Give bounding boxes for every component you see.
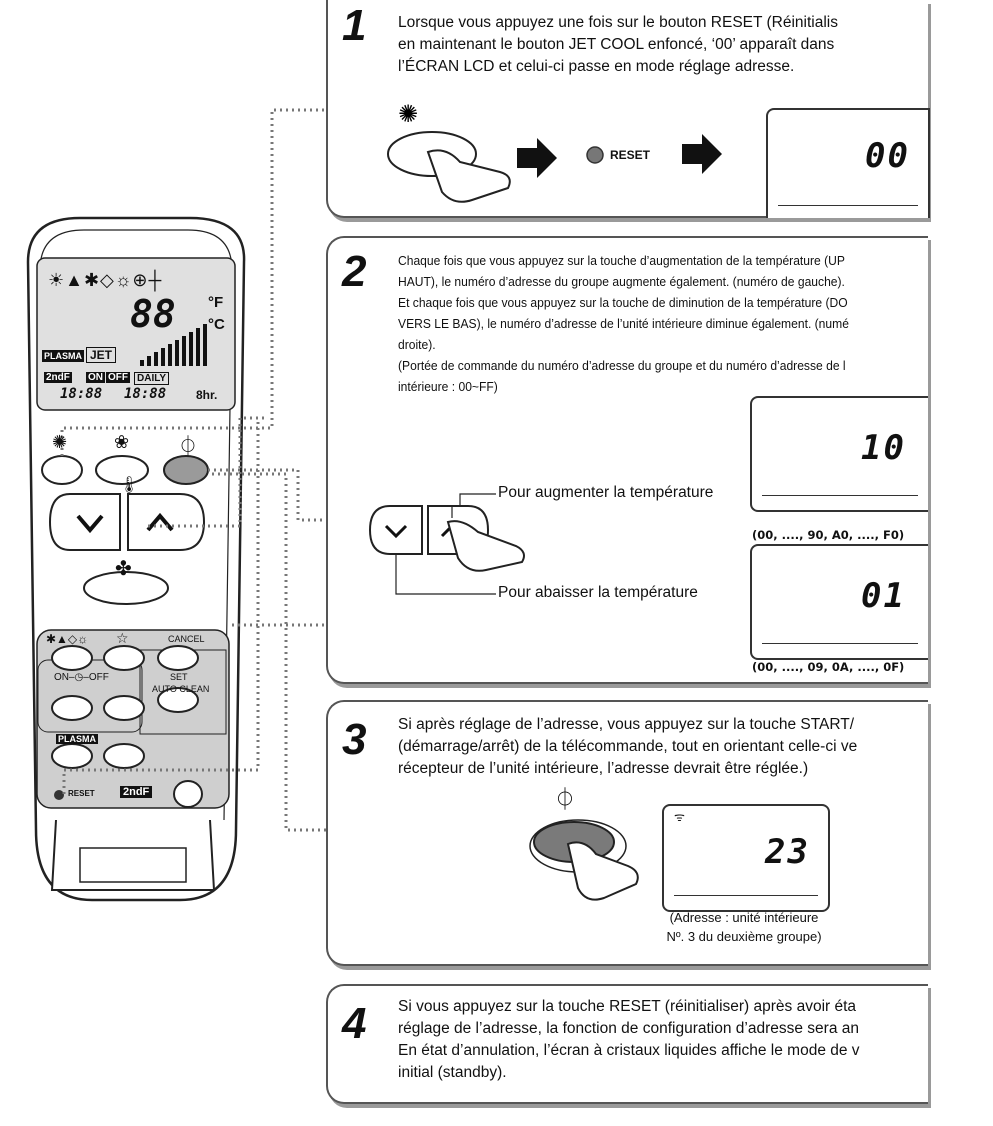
remote-drawing (26, 108, 330, 902)
fan-speed-icon: ❀ (114, 432, 130, 452)
auto-clean-label: AUTO CLEAN (152, 684, 210, 694)
thermometer-icon: 🌡 (119, 477, 140, 494)
jet-cool-icon: ✺ (52, 432, 68, 452)
step-4-panel: 4 Si vous appuyez sur la touche RESET (r… (326, 984, 928, 1104)
arrow-right-icon (682, 134, 722, 174)
step-2-range-up: (00, ...., 90, A0, ...., F0) (752, 528, 905, 542)
step-1-lcd-value: 00 (865, 136, 910, 176)
step-2-range-down: (00, ...., 09, 0A, ...., 0F) (752, 660, 905, 674)
remote-daily-badge: DAILY (134, 372, 170, 385)
remote-2ndf-badge: 2ndF (44, 372, 72, 383)
power-icon: ⏀ (178, 436, 198, 458)
step-1-reset-label: RESET (610, 148, 651, 162)
fan-button (83, 571, 169, 605)
remote-lcd-icons: ☀▲✱◇☼⊕┼ (48, 270, 163, 290)
step-1-panel: 1 Lorsque vous appuyez une fois sur le b… (326, 0, 930, 218)
step-1-lcd: 00 (766, 108, 930, 218)
step-2-text: Chaque fois que vous appuyez sur la touc… (398, 253, 849, 394)
step-4-text: Si vous appuyez sur la touche RESET (réi… (398, 998, 860, 1081)
arrow-right-icon (517, 138, 557, 178)
step-2-lcd-up-value: 10 (861, 428, 906, 468)
remote-time-right: 18:88 (124, 386, 167, 402)
step-2-panel: 2 Chaque fois que vous appuyez sur la to… (326, 236, 928, 684)
remote-2ndf-button-label: 2ndF (120, 786, 153, 798)
svg-text:✺: ✺ (398, 100, 418, 128)
step-2-lcd-down: 01 (750, 544, 928, 660)
remote-reset-label: RESET (68, 789, 95, 798)
remote-plasma-badge: PLASMA (42, 350, 84, 362)
fan-icon: ✤ (115, 558, 132, 580)
step-3-text: Si après réglage de l’adresse, vous appu… (398, 716, 858, 777)
step-3-caption: (Adresse : unité intérieure Nº. 3 du deu… (666, 910, 822, 944)
step-2-down-label: Pour abaisser la température (498, 584, 698, 601)
remote-control: ☀▲✱◇☼⊕┼ 88 °F °C PLASMA JET 2ndF ON OFF … (0, 0, 330, 1126)
step-1-number: 1 (342, 1, 367, 50)
remote-plasma-button-label: PLASMA (56, 734, 98, 744)
step-2-number: 2 (342, 247, 367, 296)
star-icon: ☆ (116, 630, 129, 646)
step-3-lcd: ᯤ 23 (662, 804, 830, 912)
jet-cool-button (41, 455, 83, 485)
step-2-lcd-down-value: 01 (861, 576, 906, 616)
remote-time-left: 18:88 (60, 386, 103, 402)
remote-on-badge: ON (86, 372, 105, 383)
remote-unit-f: °F (208, 294, 224, 311)
remote-jet-badge: JET (86, 347, 117, 363)
power-icon: ⏀ (554, 787, 577, 812)
step-1-text: Lorsque vous appuyez une fois sur le bou… (398, 14, 838, 75)
remote-lcd-temp: 88 (130, 292, 176, 336)
set-label: SET (170, 672, 188, 682)
remote-off-badge: OFF (106, 372, 130, 383)
mode-icons: ✱▲◇☼ (46, 632, 89, 646)
step-3-panel: 3 Si après réglage de l’adresse, vous ap… (326, 700, 928, 966)
start-stop-button (163, 455, 209, 485)
step-2-temp-buttons-illustration (368, 493, 525, 595)
step-3-press-illustration (529, 819, 639, 901)
remote-unit-c: °C (208, 316, 225, 333)
reset-led-icon (586, 146, 604, 164)
remote-hr-label: 8hr. (196, 388, 218, 402)
step-2-lcd-up: 10 (750, 396, 928, 512)
step-3-number: 3 (342, 715, 367, 764)
step-4-number: 4 (342, 999, 367, 1048)
on-off-timer-label: ON–◷–OFF (54, 672, 109, 683)
step-3-lcd-value: 23 (765, 832, 810, 872)
fan-speed-button (95, 455, 149, 485)
step-2-up-label: Pour augmenter la température (498, 484, 714, 501)
cancel-label: CANCEL (168, 634, 205, 644)
step-1-press-illustration: ✺ (387, 100, 511, 203)
wifi-icon: ᯤ (674, 810, 685, 824)
